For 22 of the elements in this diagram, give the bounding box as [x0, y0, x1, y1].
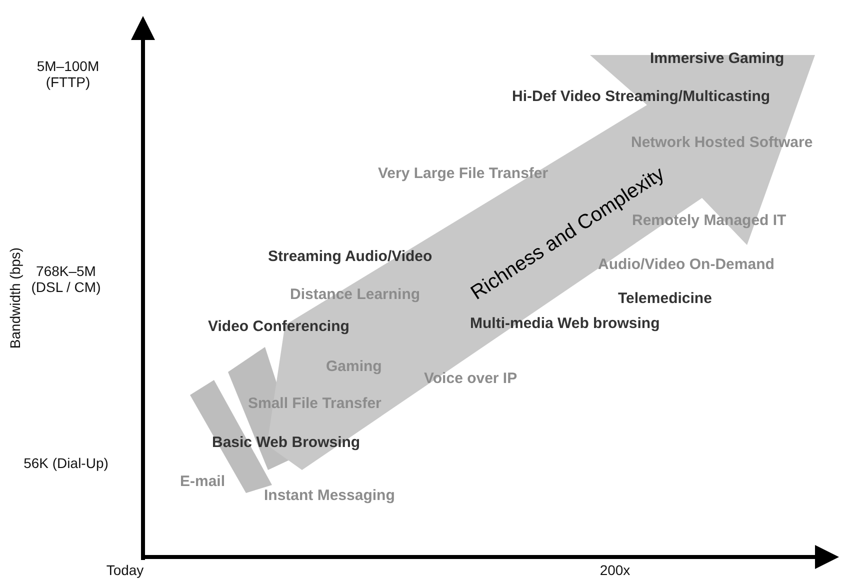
app-label: Basic Web Browsing: [212, 434, 360, 451]
app-label: Distance Learning: [290, 286, 420, 303]
app-label: Network Hosted Software: [631, 134, 813, 151]
tick-label: 56K (Dial-Up): [22, 455, 110, 471]
app-label: Gaming: [326, 358, 382, 375]
axis-tick-label: 200x: [598, 562, 632, 578]
app-label: Multi-media Web browsing: [470, 315, 660, 332]
app-label: Audio/Video On-Demand: [598, 256, 774, 273]
tick-label: 768K–5M (DSL / CM): [30, 263, 102, 295]
tick-label: 5M–100M (FTTP): [36, 58, 100, 90]
app-label: Instant Messaging: [264, 487, 395, 504]
app-label: Very Large File Transfer: [378, 165, 548, 182]
app-label: Voice over IP: [424, 370, 518, 387]
app-label: Telemedicine: [618, 290, 712, 307]
axis-tick-label: Today: [105, 562, 145, 578]
axis-title: Bandwidth (bps): [7, 246, 23, 351]
app-label: Streaming Audio/Video: [268, 248, 432, 265]
app-label: Small File Transfer: [248, 395, 382, 412]
app-label: Video Conferencing: [208, 318, 350, 335]
app-label: Immersive Gaming: [650, 50, 784, 67]
app-label: Hi-Def Video Streaming/Multicasting: [512, 88, 770, 105]
app-label: E-mail: [180, 473, 226, 490]
